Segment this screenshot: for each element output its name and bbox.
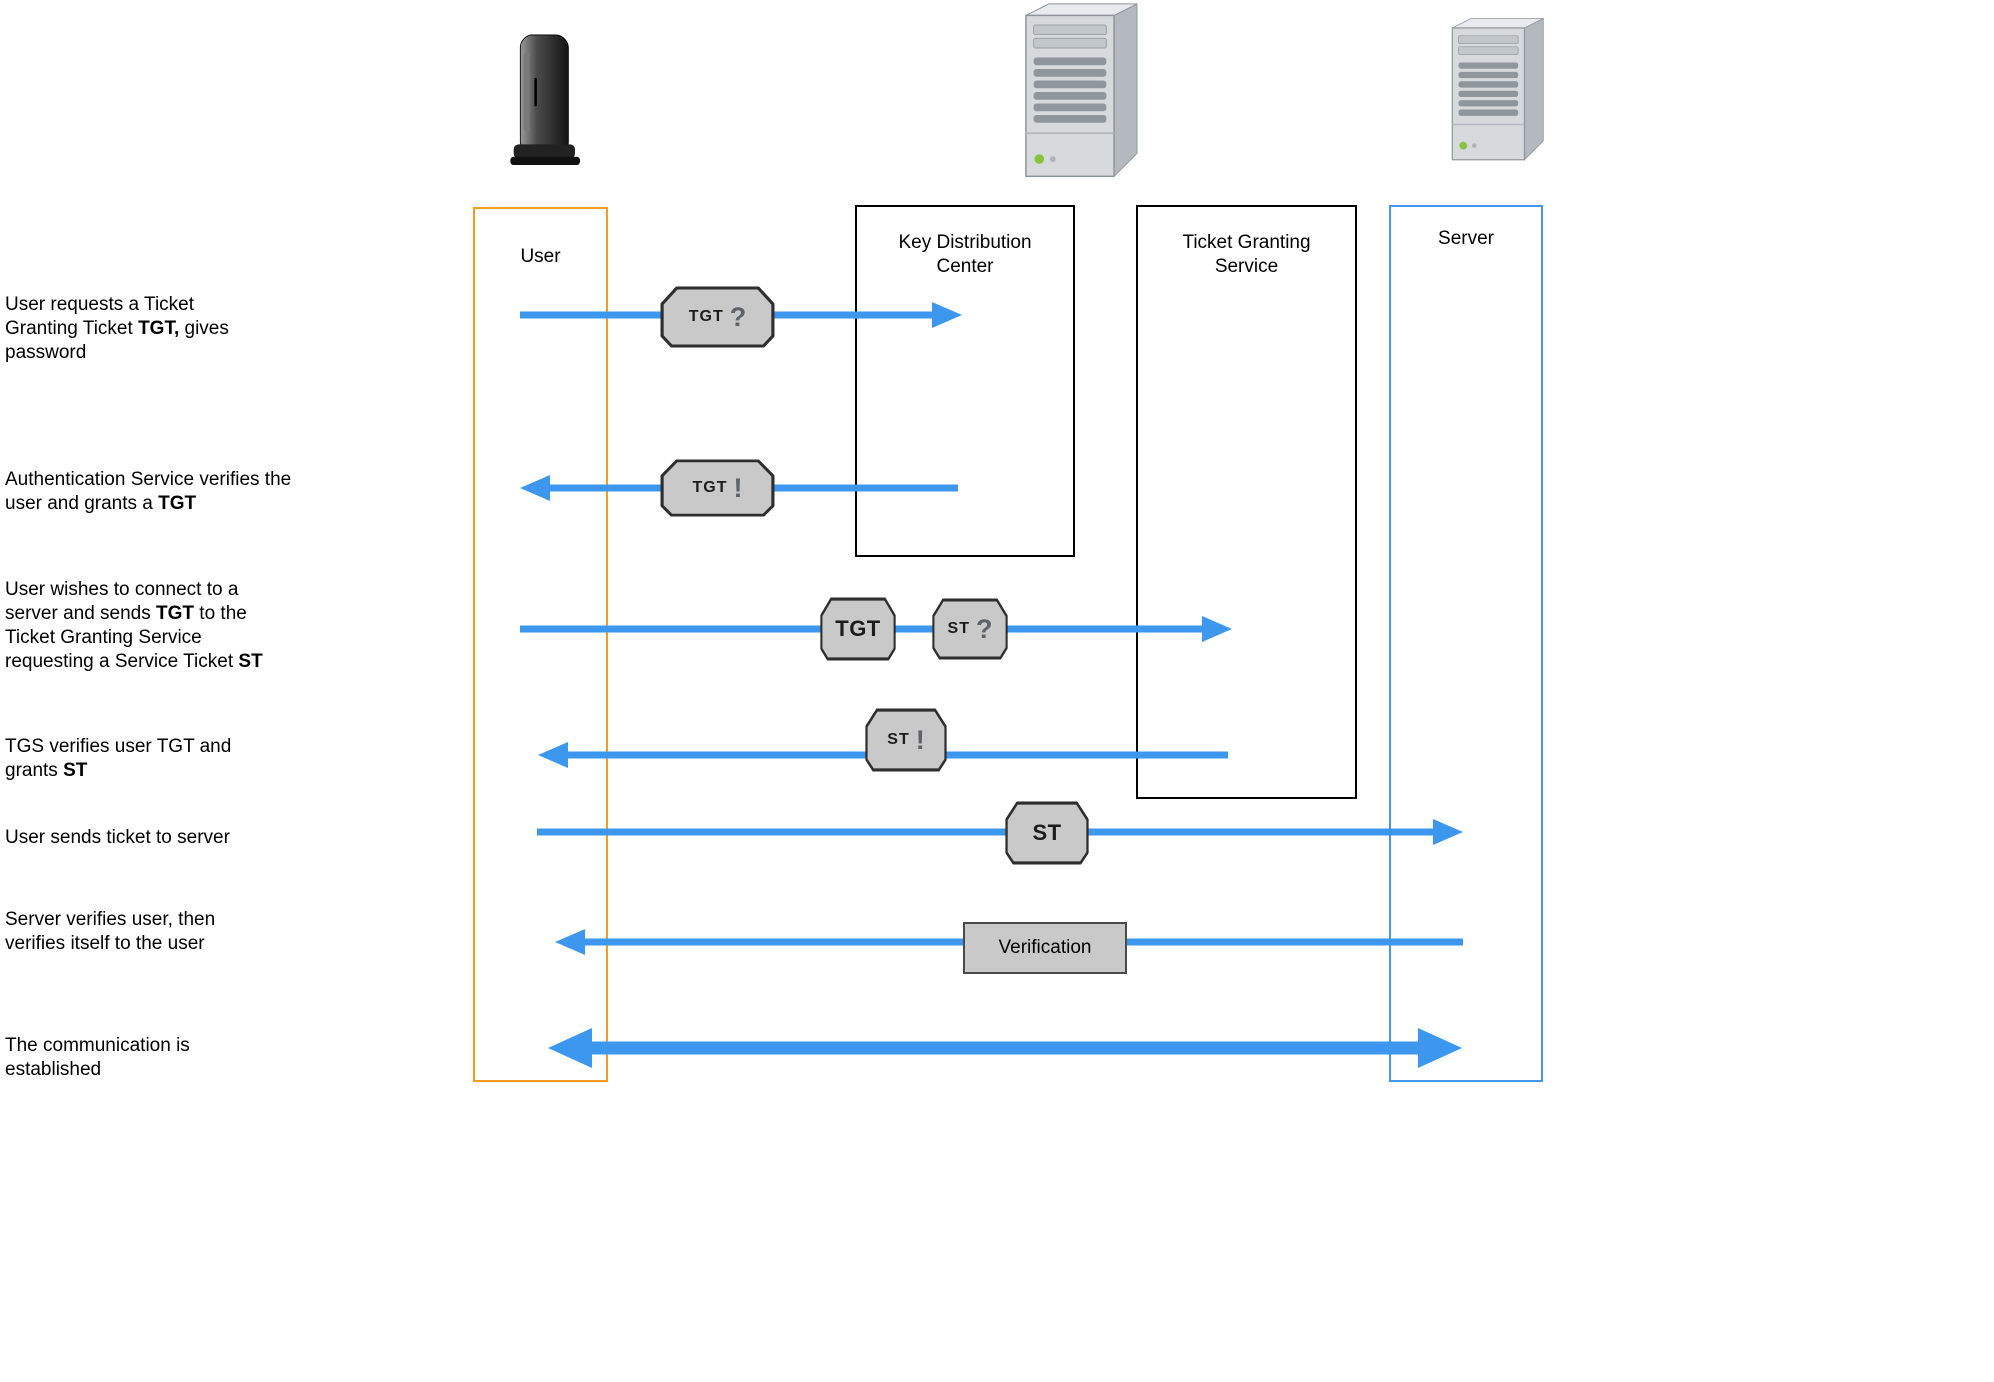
- badge-label: TGT!: [692, 472, 743, 503]
- badge-main-text: ST: [1032, 820, 1062, 845]
- step-description-3: User wishes to connect to a server and s…: [5, 578, 287, 674]
- arrowhead-left-icon: [538, 742, 568, 768]
- step-description-1: User requests a Ticket Granting Ticket T…: [5, 293, 257, 365]
- badge-suffix-text: !: [733, 472, 743, 503]
- badge-label: TGT?: [688, 301, 747, 332]
- ticket-icon: [820, 597, 896, 661]
- step-text-part: gives password: [5, 318, 229, 363]
- ticket-icon: [932, 598, 1008, 660]
- arrowhead-right-icon: [932, 302, 962, 328]
- badge-suffix-text: !: [915, 724, 925, 755]
- lane-key-distribution-center: Key Distribution Center: [855, 205, 1075, 557]
- lane-user: User: [473, 207, 608, 1082]
- lane-server-label: Server: [1438, 228, 1494, 249]
- step-text-part: Server verifies user, then verifies itse…: [5, 909, 216, 954]
- ticket-badge-st-grant: ST!: [865, 708, 947, 772]
- lane-tgs-label: Ticket Granting Service: [1182, 232, 1311, 277]
- step-text-part-bold: ST: [238, 651, 263, 672]
- badge-main-text: TGT: [692, 479, 728, 496]
- badge-main-text: ST: [947, 620, 970, 637]
- step-description-7: The communication is established: [5, 1034, 220, 1082]
- badge-label: ST?: [947, 613, 993, 644]
- step-description-5: User sends ticket to server: [5, 826, 325, 850]
- lane-user-label: User: [520, 246, 561, 267]
- verification-badge: Verification: [963, 922, 1127, 974]
- step-text-part-bold: TGT: [156, 603, 195, 624]
- arrowhead-left-icon: [548, 1028, 592, 1068]
- arrowhead-left-icon: [520, 475, 550, 501]
- badge-main-text: TGT: [688, 308, 724, 325]
- arrow-shaft: [537, 828, 1441, 836]
- badge-main-text: ST: [887, 731, 910, 748]
- step-text-part: User sends ticket to server: [5, 827, 230, 848]
- ticket-icon: [865, 708, 947, 772]
- lane-ticket-granting-service: Ticket Granting Service: [1136, 205, 1357, 799]
- ticket-badge-tgt-request: TGT?: [660, 286, 775, 348]
- arrow-shaft: [580, 1041, 1430, 1055]
- ticket-badge-tgt-grant: TGT!: [660, 459, 775, 517]
- badge-main-text: TGT: [835, 616, 881, 641]
- badge-suffix-text: ?: [729, 301, 747, 332]
- step-text-part-bold: TGT,: [138, 318, 180, 339]
- ticket-icon: [660, 286, 775, 348]
- step-text-part-bold: ST: [63, 760, 88, 781]
- lane-server: Server: [1389, 205, 1543, 1082]
- ticket-badge-tgt-send: TGT: [820, 597, 896, 661]
- badge-suffix-text: ?: [975, 613, 993, 644]
- step-text-part: Authentication Service verifies the user…: [5, 469, 292, 514]
- step-description-4: TGS verifies user TGT and grants ST: [5, 735, 260, 783]
- arrowhead-left-icon: [555, 929, 585, 955]
- badge-label: TGT: [835, 616, 881, 642]
- server-tower-icon: [1018, 2, 1143, 184]
- badge-label: ST: [1032, 820, 1061, 846]
- client-tower-icon: [498, 30, 594, 175]
- ticket-badge-st-request: ST?: [932, 598, 1008, 660]
- step-text-part: User wishes to connect to a server and s…: [5, 579, 239, 624]
- arrow-communication-established: [548, 1024, 1462, 1072]
- ticket-badge-st-send: ST: [1005, 801, 1089, 865]
- verification-label: Verification: [998, 937, 1092, 958]
- arrowhead-right-icon: [1433, 819, 1463, 845]
- arrowhead-right-icon: [1418, 1028, 1462, 1068]
- step-description-6: Server verifies user, then verifies itse…: [5, 908, 245, 956]
- ticket-icon: [660, 459, 775, 517]
- ticket-icon: [1005, 801, 1089, 865]
- step-text-part: The communication is established: [5, 1035, 190, 1080]
- arrow-user-to-server-ticket: [537, 817, 1463, 847]
- step-text-part: User requests a Ticket Granting Ticket: [5, 294, 195, 339]
- lane-kdc-label: Key Distribution Center: [898, 232, 1032, 277]
- arrowhead-right-icon: [1202, 616, 1232, 642]
- step-text-part: TGS verifies user TGT and grants: [5, 736, 232, 781]
- step-text-part-bold: TGT: [158, 493, 197, 514]
- step-text-part: to the Ticket Granting Service requestin…: [5, 603, 247, 672]
- badge-label: ST!: [887, 724, 925, 755]
- step-description-2: Authentication Service verifies the user…: [5, 468, 295, 516]
- server-tower-icon: [1446, 4, 1548, 179]
